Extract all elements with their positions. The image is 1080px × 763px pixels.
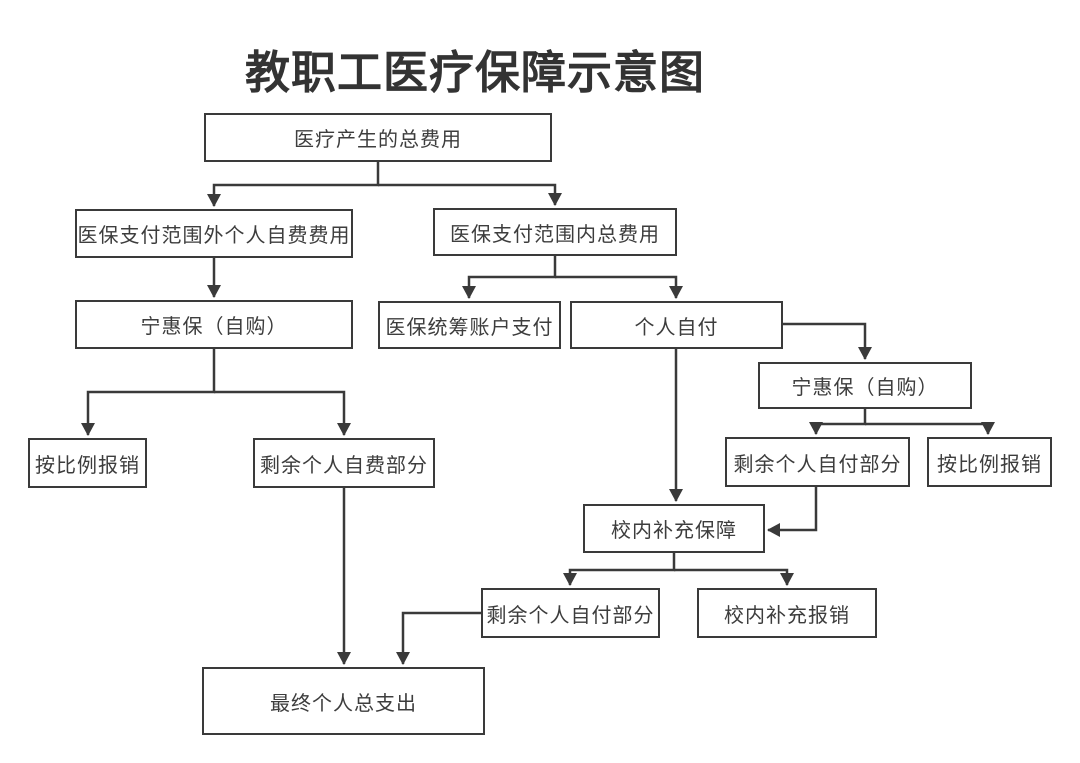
node-inside-scope-total: 医保支付范围内总费用 [433, 208, 677, 256]
edge-ninghuibao-to-remaining-fee [214, 390, 351, 436]
node-pooled-account-payment: 医保统筹账户支付 [378, 301, 561, 349]
node-school-supplement-cover: 校内补充保障 [583, 504, 765, 553]
edge-ninghuibao-to-prorata-left [81, 349, 216, 436]
edge-school-supp-to-remaining [563, 553, 676, 586]
node-remaining-self-pay-bottom: 剩余个人自付部分 [481, 588, 660, 638]
edge-school-supp-to-reimburse [674, 568, 794, 586]
node-remaining-self-fee: 剩余个人自费部分 [253, 438, 435, 488]
node-ninghuibao-right: 宁惠保（自购） [758, 362, 972, 409]
node-ninghuibao-left: 宁惠保（自购） [75, 300, 353, 349]
node-school-supplement-reimburse: 校内补充报销 [697, 588, 877, 638]
edge-remaining-to-school-supp [767, 487, 818, 537]
edge-total-to-inside [378, 183, 562, 206]
edge-ninghuibao-right-to-prorata [865, 422, 995, 435]
edge-ninghuibao-right-to-remaining [809, 409, 867, 435]
node-outside-scope-self-fee: 医保支付范围外个人自费费用 [75, 209, 353, 258]
edge-inside-to-selfpay [555, 275, 683, 299]
edge-total-to-outside [207, 162, 380, 207]
node-prorata-reimburse-left: 按比例报销 [28, 438, 147, 488]
node-final-personal-total: 最终个人总支出 [202, 667, 485, 735]
page-title: 教职工医疗保障示意图 [244, 47, 705, 98]
node-total-medical-cost: 医疗产生的总费用 [204, 113, 552, 162]
node-personal-self-pay: 个人自付 [570, 301, 783, 349]
node-remaining-self-pay-right: 剩余个人自付部分 [725, 437, 910, 487]
edge-selfpay-to-ninghuibao-right [783, 322, 872, 360]
node-prorata-reimburse-right: 按比例报销 [927, 437, 1052, 487]
edge-remaining-pay-to-final [396, 611, 481, 665]
edge-inside-to-pooled [462, 256, 557, 299]
